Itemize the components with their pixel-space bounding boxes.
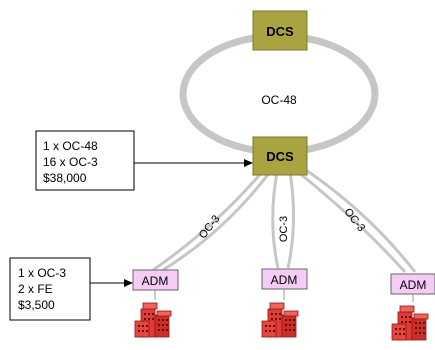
adm-right-node: ADM xyxy=(390,273,435,295)
adm-callout-line-3: $3,500 xyxy=(18,298,55,312)
adm-callout-line-1: 1 x OC-3 xyxy=(18,266,66,280)
dcs-callout-line-1: 1 x OC-48 xyxy=(43,139,98,153)
adm-callout-line-2: 2 x FE xyxy=(18,282,53,296)
adm-right-label: ADM xyxy=(400,278,427,292)
dcs-callout-line-3: $38,000 xyxy=(43,171,87,185)
dcs-callout-line-2: 16 x OC-3 xyxy=(43,155,98,169)
adm-left-label: ADM xyxy=(142,274,169,288)
adm-center-label: ADM xyxy=(271,273,298,287)
dcs-hub-label: DCS xyxy=(266,149,294,164)
adm-cost-callout: 1 x OC-3 2 x FE $3,500 xyxy=(9,257,91,321)
building-icon xyxy=(261,302,299,338)
dcs-hub-node: DCS xyxy=(252,136,308,176)
link-left xyxy=(152,171,272,272)
adm-center-node: ADM xyxy=(261,268,308,290)
building-icon xyxy=(391,305,429,341)
link-right xyxy=(297,168,417,274)
dcs-cost-callout: 1 x OC-48 16 x OC-3 $38,000 xyxy=(35,130,135,191)
link-center-label: OC-3 xyxy=(278,216,290,242)
adm-left-node: ADM xyxy=(132,269,179,291)
dcs-top-label: DCS xyxy=(266,24,294,39)
link-center xyxy=(271,171,296,269)
dcs-top-node: DCS xyxy=(252,10,308,51)
ring-label: OC-48 xyxy=(261,93,297,107)
building-icon xyxy=(134,302,172,338)
